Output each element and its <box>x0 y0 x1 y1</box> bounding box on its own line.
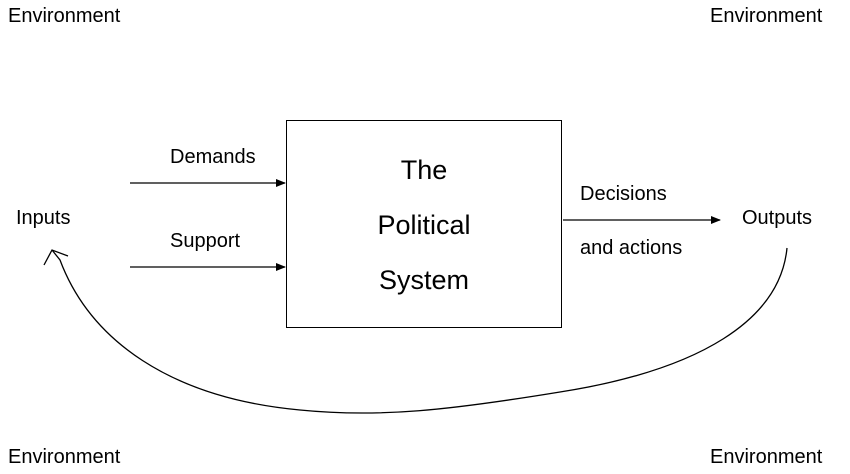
environment-label-top-right: Environment <box>710 5 823 27</box>
system-title-line-3: System <box>378 265 470 295</box>
environment-label-bottom-left: Environment <box>8 446 121 468</box>
system-title-line-1: The <box>400 155 448 185</box>
inputs-label: Inputs <box>16 207 71 229</box>
outputs-label: Outputs <box>742 207 813 229</box>
political-system-box: The Political System <box>286 120 562 328</box>
environment-label-bottom-right: Environment <box>710 446 823 468</box>
actions-label: and actions <box>580 237 683 259</box>
feedback-loop-curve <box>51 247 788 414</box>
demands-label: Demands <box>170 146 256 168</box>
support-label: Support <box>170 230 241 252</box>
system-title-line-2: Political <box>377 210 471 240</box>
environment-label-top-left: Environment <box>8 5 121 27</box>
feedback-loop-arrowhead <box>43 249 69 266</box>
decisions-label: Decisions <box>580 183 667 205</box>
